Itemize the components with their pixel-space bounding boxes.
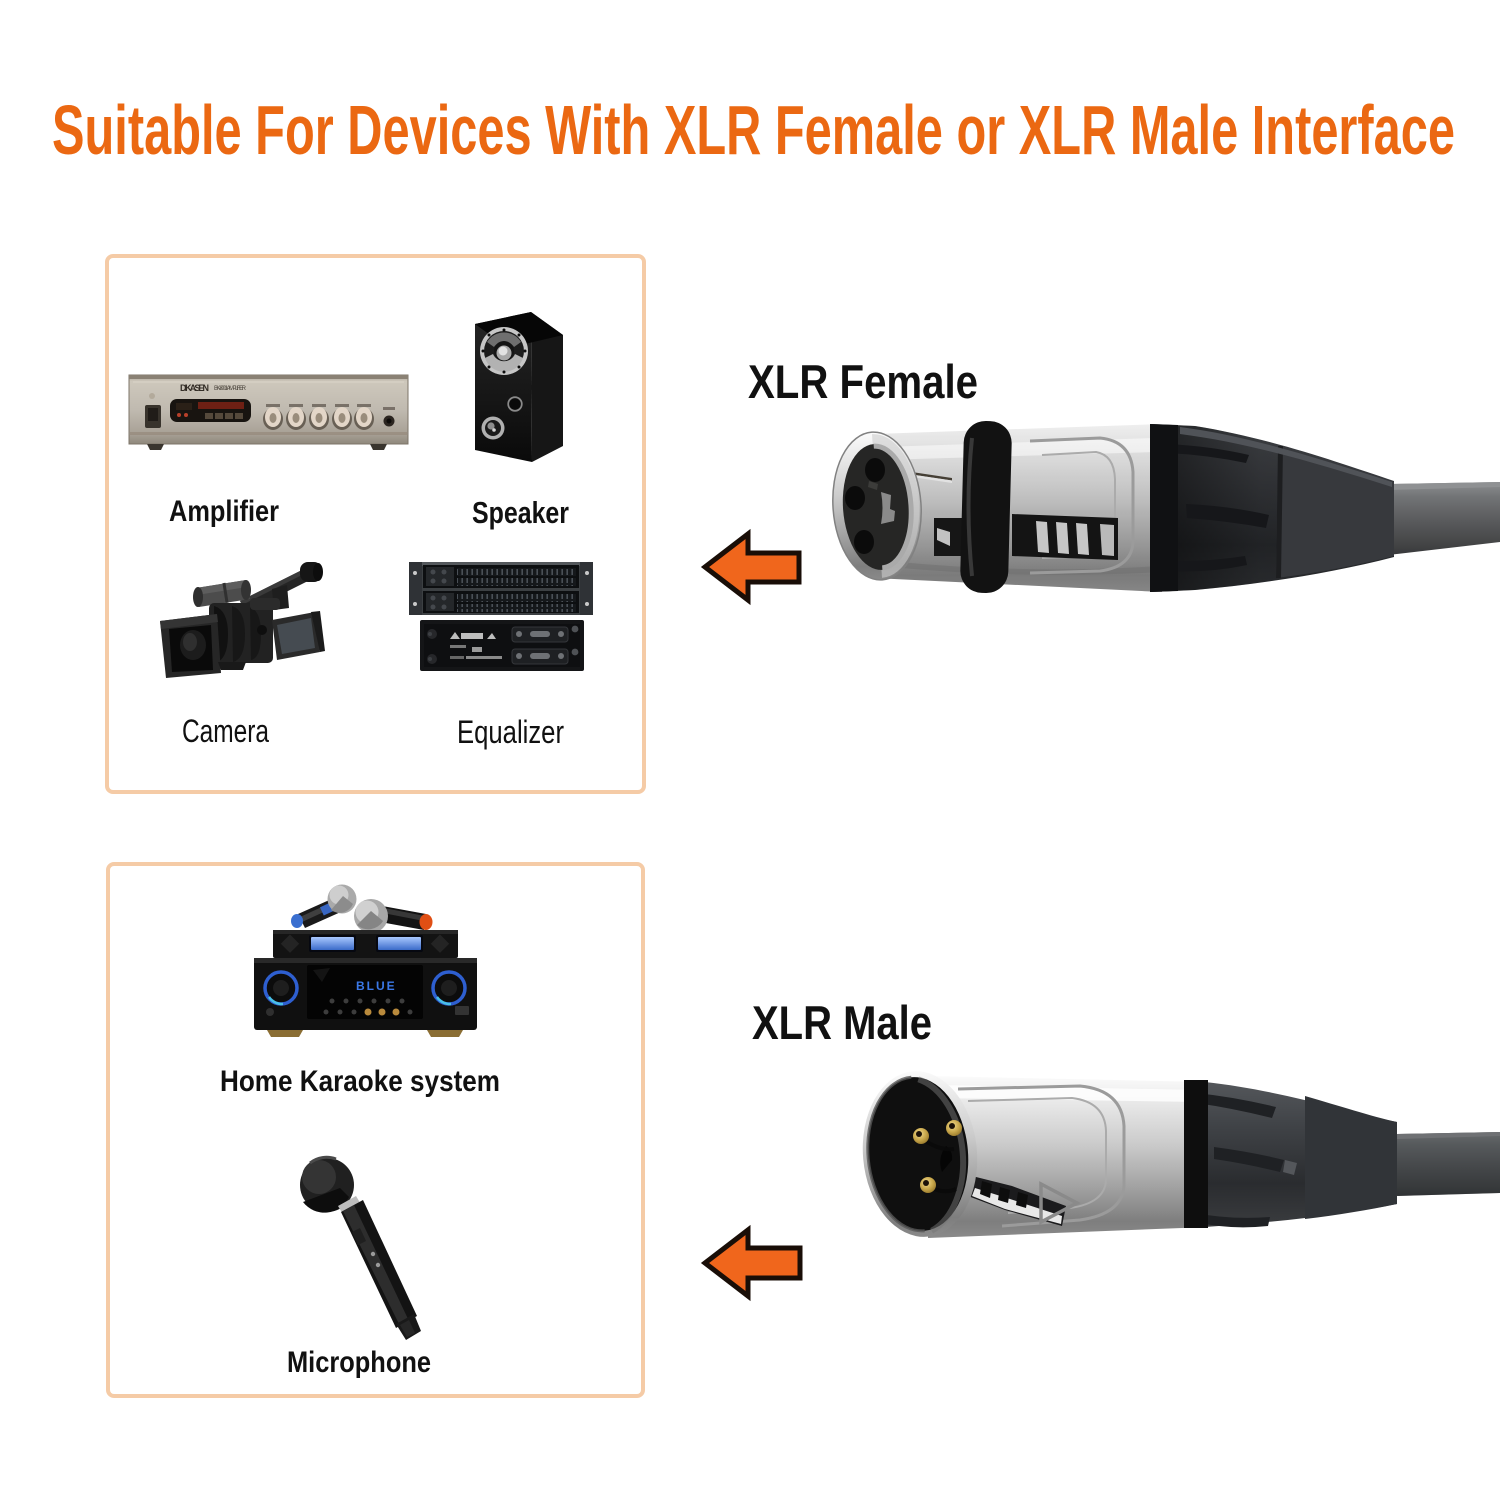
svg-text:DIKASEN: DIKASEN: [180, 383, 209, 393]
svg-text:Amplifier: Amplifier: [169, 495, 279, 528]
svg-text:XLR Female: XLR Female: [748, 355, 978, 408]
svg-text:Microphone: Microphone: [287, 1346, 431, 1379]
svg-text:BLUE: BLUE: [356, 979, 397, 993]
svg-text:Camera: Camera: [182, 713, 269, 749]
svg-text:Suitable For Devices With XLR: Suitable For Devices With XLR Female or …: [52, 91, 1455, 169]
svg-text:Home Karaoke system: Home Karaoke system: [220, 1065, 500, 1098]
svg-text:XLR Male: XLR Male: [752, 996, 932, 1049]
svg-text:Speaker: Speaker: [472, 495, 569, 530]
svg-text:BK-8001 AMPLIFIER: BK-8001 AMPLIFIER: [214, 386, 247, 392]
svg-text:Equalizer: Equalizer: [457, 714, 564, 750]
